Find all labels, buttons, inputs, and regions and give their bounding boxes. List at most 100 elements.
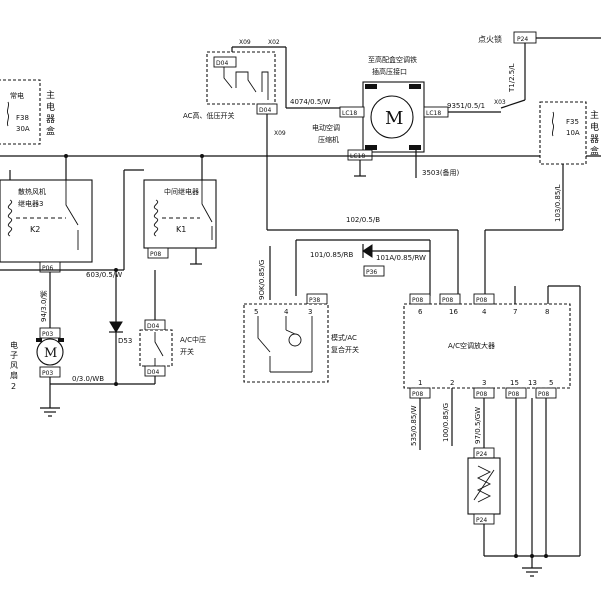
fan-relay-label-1: 散热风机 [18, 187, 46, 196]
x02-label: X02 [268, 39, 280, 46]
compressor-brush-tl [365, 84, 377, 89]
wire-0-3-0-label: 0/3.0/WB [72, 375, 104, 383]
lc18-left-tag [339, 106, 365, 118]
p08-amp-2-tag [439, 293, 461, 305]
ac-amplifier-title: A/C空调放大器 [448, 341, 495, 350]
ac-mid-switch-box [139, 329, 173, 367]
wire-9351-label: 9351/0.5/1 [447, 102, 485, 110]
wire-t1-label: T1/2.5/L [508, 63, 516, 93]
lc18-left-label: LC18 [342, 110, 357, 117]
mode-pin-4: 4 [284, 308, 289, 316]
p08-amp-2-label: P08 [442, 297, 453, 304]
ac-amplifier-box [403, 303, 571, 389]
p36-tag [363, 265, 385, 277]
fan-motor-brush-r [58, 338, 64, 342]
fan-motor-symbol: M [44, 346, 57, 361]
compressor-brush-br [409, 145, 421, 150]
amp-bottom-pin-3: 3 [482, 379, 486, 387]
fan-label-2: 2 [11, 382, 16, 391]
p08-amp-b1-label: P08 [412, 391, 423, 398]
fuse-f38-symbol [6, 101, 10, 127]
p03-top-label: P03 [42, 331, 53, 338]
main-box-right-char-1: 主 [590, 109, 599, 121]
p08-amp-1-tag [409, 293, 431, 305]
amp-top-pin-7: 7 [513, 308, 517, 316]
wire-603-label: 603/0.5/W [86, 271, 122, 279]
compressor-brush-tr [409, 84, 421, 89]
d04-mid-bottom-label: D04 [147, 369, 159, 376]
p08-left-tag [147, 247, 169, 259]
diode-d53-label: D53 [118, 337, 132, 345]
d04-switch-label: D04 [216, 60, 228, 67]
always-on-label: 常电 [10, 91, 24, 100]
mode-pin-5: 5 [254, 308, 258, 316]
mid-relay-coil [153, 199, 159, 237]
compressor-motor-symbol: M [385, 108, 403, 129]
p08-amp-b4-label: P08 [538, 391, 549, 398]
p36-diode-symbol [362, 244, 373, 258]
ac-mid-switch-label-2: 开关 [180, 347, 194, 356]
mode-switch-contact-1 [257, 316, 271, 372]
fan-motor-brush-l [36, 338, 42, 342]
k1-label: K1 [176, 225, 186, 234]
amp-bottom-pin-13: 13 [528, 379, 537, 387]
main-box-right-frame [539, 101, 587, 165]
main-box-left-char-4: 盒 [46, 125, 55, 137]
wire-535-label: 535/0.85/W [410, 405, 418, 446]
p08-amp-1-label: P08 [412, 297, 423, 304]
main-box-left-char-1: 主 [46, 89, 55, 101]
p24-sensor-top-label: P24 [476, 451, 487, 458]
fan-label-1: 电 [10, 340, 18, 350]
t1-wire-diag [500, 99, 526, 109]
amp-top-pin-4: 4 [482, 308, 487, 316]
compressor-title-1: 至高配盒空调铁 [368, 55, 417, 64]
ac-pressure-switch-label: AC高、低压开关 [183, 111, 235, 120]
x09-vertical-label: X09 [274, 130, 286, 137]
fan-relay-section: 散热风机 继电器3 K2 P06 [0, 156, 93, 273]
wire-3503-label: 3503(备用) [422, 168, 460, 177]
p08-amp-3-tag [473, 293, 495, 305]
main-box-right-char-4: 盒 [590, 145, 599, 157]
ignition-label: 点火锁 [478, 34, 502, 44]
fan-relay-coil [7, 199, 13, 237]
junction-dot [544, 554, 548, 558]
d04-right-label: D04 [259, 107, 271, 114]
amp-bottom-pin-1: 1 [418, 379, 422, 387]
ac-amplifier-section: A/C空调放大器 P08 P08 P08 6 16 4 7 8 1 2 3 15… [403, 285, 581, 577]
fan-motor [36, 338, 64, 366]
diode-d53-symbol [109, 321, 123, 333]
p24-sensor-bottom-label: P24 [476, 517, 487, 524]
k2-label: K2 [30, 225, 40, 234]
junction-dot [200, 154, 204, 158]
mode-switch-label-2: 复合开关 [331, 345, 359, 354]
compressor-label-1: 电动空调 [312, 123, 340, 132]
pressure-switch-contacts [223, 67, 269, 100]
compressor-label-2: 压缩机 [318, 135, 339, 144]
ac-mid-switch-contact [154, 332, 164, 366]
junction-dot [114, 382, 118, 386]
compressor-motor [370, 95, 414, 139]
d04-mid-top-label: D04 [147, 323, 159, 330]
mode-switch-lamp-link [285, 329, 296, 335]
amp-bottom-pin-15: 15 [510, 379, 519, 387]
compressor-brush-bl [365, 145, 377, 150]
p08-amp-b2-label: P08 [476, 391, 487, 398]
fan-label-1d: 扇 [10, 370, 18, 380]
main-box-right-char-2: 电 [590, 121, 599, 133]
p03-bottom-label: P03 [42, 370, 53, 377]
d04-switch-tag [213, 56, 237, 68]
temp-sensor-box [467, 457, 501, 515]
main-box-left-char-3: 器 [46, 114, 55, 125]
p08-left-label: P08 [150, 251, 161, 258]
amp-top-pin-8: 8 [545, 308, 549, 316]
ac-mid-switch-label-1: A/C中压 [180, 335, 206, 344]
wire-102-section: 102/0.5/B [267, 216, 459, 296]
junction-dots [64, 154, 548, 558]
fan-motor-section: 603/0.5/W 94/3.0/紫 P03 M 电 子 风 扇 2 P03 0… [0, 269, 155, 417]
p03-top-tag [39, 327, 61, 339]
wire-101a-label: 101A/0.85/RW [376, 254, 426, 262]
wire-101-label: 101/0.85/RB [310, 251, 354, 259]
temp-sensor-thermistor [476, 465, 492, 503]
fan-relay-contact [65, 180, 79, 250]
